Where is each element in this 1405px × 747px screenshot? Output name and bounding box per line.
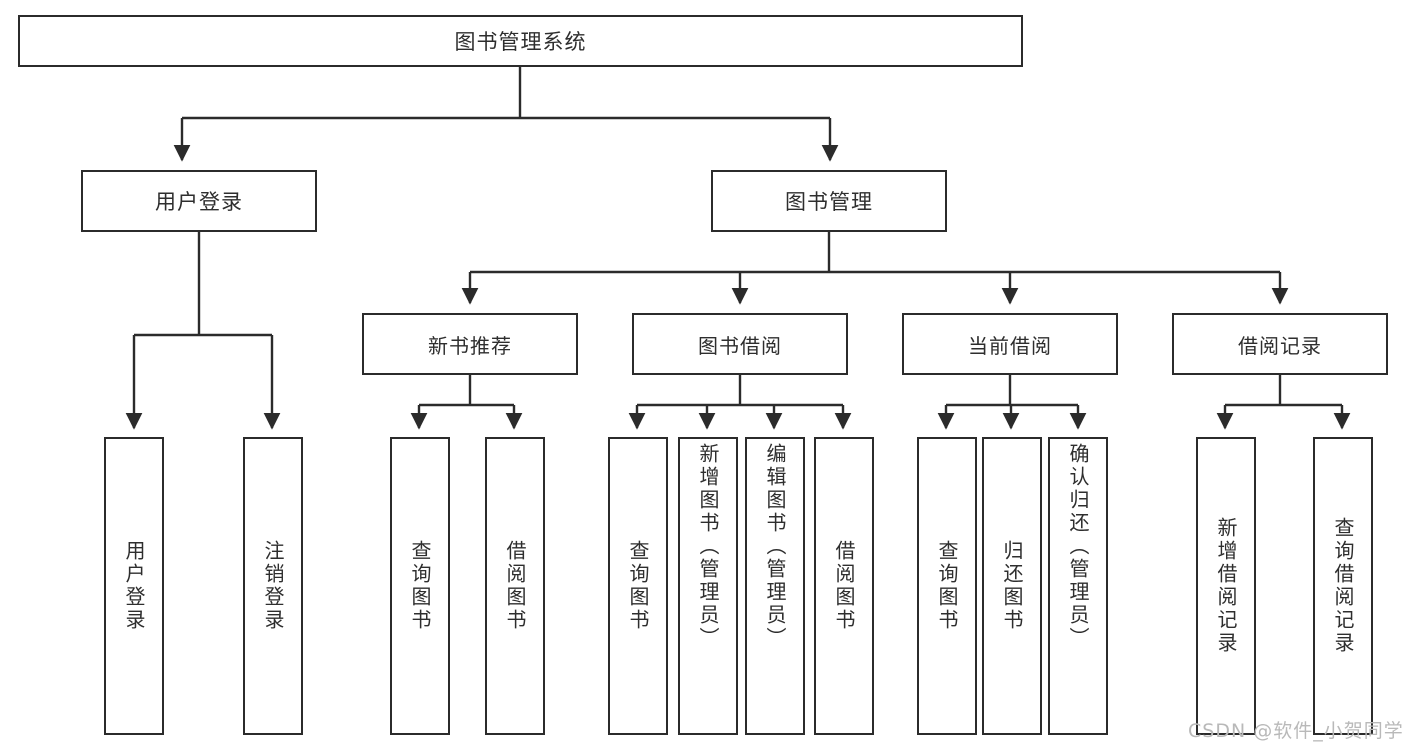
- node-label: 新增借阅记录: [1214, 517, 1238, 655]
- leaf-record-query-borrow-record[interactable]: 查询借阅记录: [1313, 437, 1373, 735]
- leaf-user-login-login[interactable]: 用户登录: [104, 437, 164, 735]
- node-book-borrowing[interactable]: 图书借阅: [632, 313, 848, 375]
- leaf-book-borrow-edit-book-admin[interactable]: 编辑图书（管理员）: [745, 437, 805, 735]
- leaf-new-book-borrow-books[interactable]: 借阅图书: [485, 437, 545, 735]
- leaf-current-borrow-query-books[interactable]: 查询图书: [917, 437, 977, 735]
- leaf-record-add-borrow-record[interactable]: 新增借阅记录: [1196, 437, 1256, 735]
- node-user-login[interactable]: 用户登录: [81, 170, 317, 232]
- watermark-text: CSDN @软件_小贺同学: [1188, 720, 1404, 742]
- leaf-user-login-logout[interactable]: 注销登录: [243, 437, 303, 735]
- node-label: 注销登录: [261, 540, 285, 632]
- node-book-management[interactable]: 图书管理: [711, 170, 947, 232]
- leaf-current-borrow-confirm-return-admin[interactable]: 确认归还（管理员）: [1048, 437, 1108, 735]
- node-label: 图书管理: [785, 190, 873, 214]
- node-label: 查询图书: [935, 540, 959, 632]
- node-label: 当前借阅: [968, 333, 1052, 358]
- node-root-book-management-system[interactable]: 图书管理系统: [18, 15, 1023, 67]
- node-label: 编辑图书（管理员）: [763, 443, 787, 650]
- node-borrowing-records[interactable]: 借阅记录: [1172, 313, 1388, 375]
- leaf-current-borrow-return-books[interactable]: 归还图书: [982, 437, 1042, 735]
- leaf-book-borrow-add-book-admin[interactable]: 新增图书（管理员）: [678, 437, 738, 735]
- leaf-book-borrow-query-books[interactable]: 查询图书: [608, 437, 668, 735]
- node-new-book-recommendation[interactable]: 新书推荐: [362, 313, 578, 375]
- node-label: 用户登录: [122, 540, 146, 632]
- leaf-book-borrow-borrow-books[interactable]: 借阅图书: [814, 437, 874, 735]
- leaf-new-book-query-books[interactable]: 查询图书: [390, 437, 450, 735]
- node-label: 查询图书: [408, 540, 432, 632]
- node-label: 图书借阅: [698, 333, 782, 358]
- node-current-borrowing[interactable]: 当前借阅: [902, 313, 1118, 375]
- node-label: 查询借阅记录: [1331, 517, 1355, 655]
- node-label: 归还图书: [1000, 540, 1024, 632]
- node-label: 新增图书（管理员）: [696, 443, 720, 650]
- node-label: 借阅图书: [832, 540, 856, 632]
- node-label: 确认归还（管理员）: [1066, 443, 1090, 650]
- node-label: 借阅记录: [1238, 333, 1322, 358]
- node-label: 查询图书: [626, 540, 650, 632]
- node-label: 借阅图书: [503, 540, 527, 632]
- node-label: 用户登录: [155, 190, 243, 214]
- node-label: 新书推荐: [428, 333, 512, 358]
- node-label: 图书管理系统: [454, 30, 587, 54]
